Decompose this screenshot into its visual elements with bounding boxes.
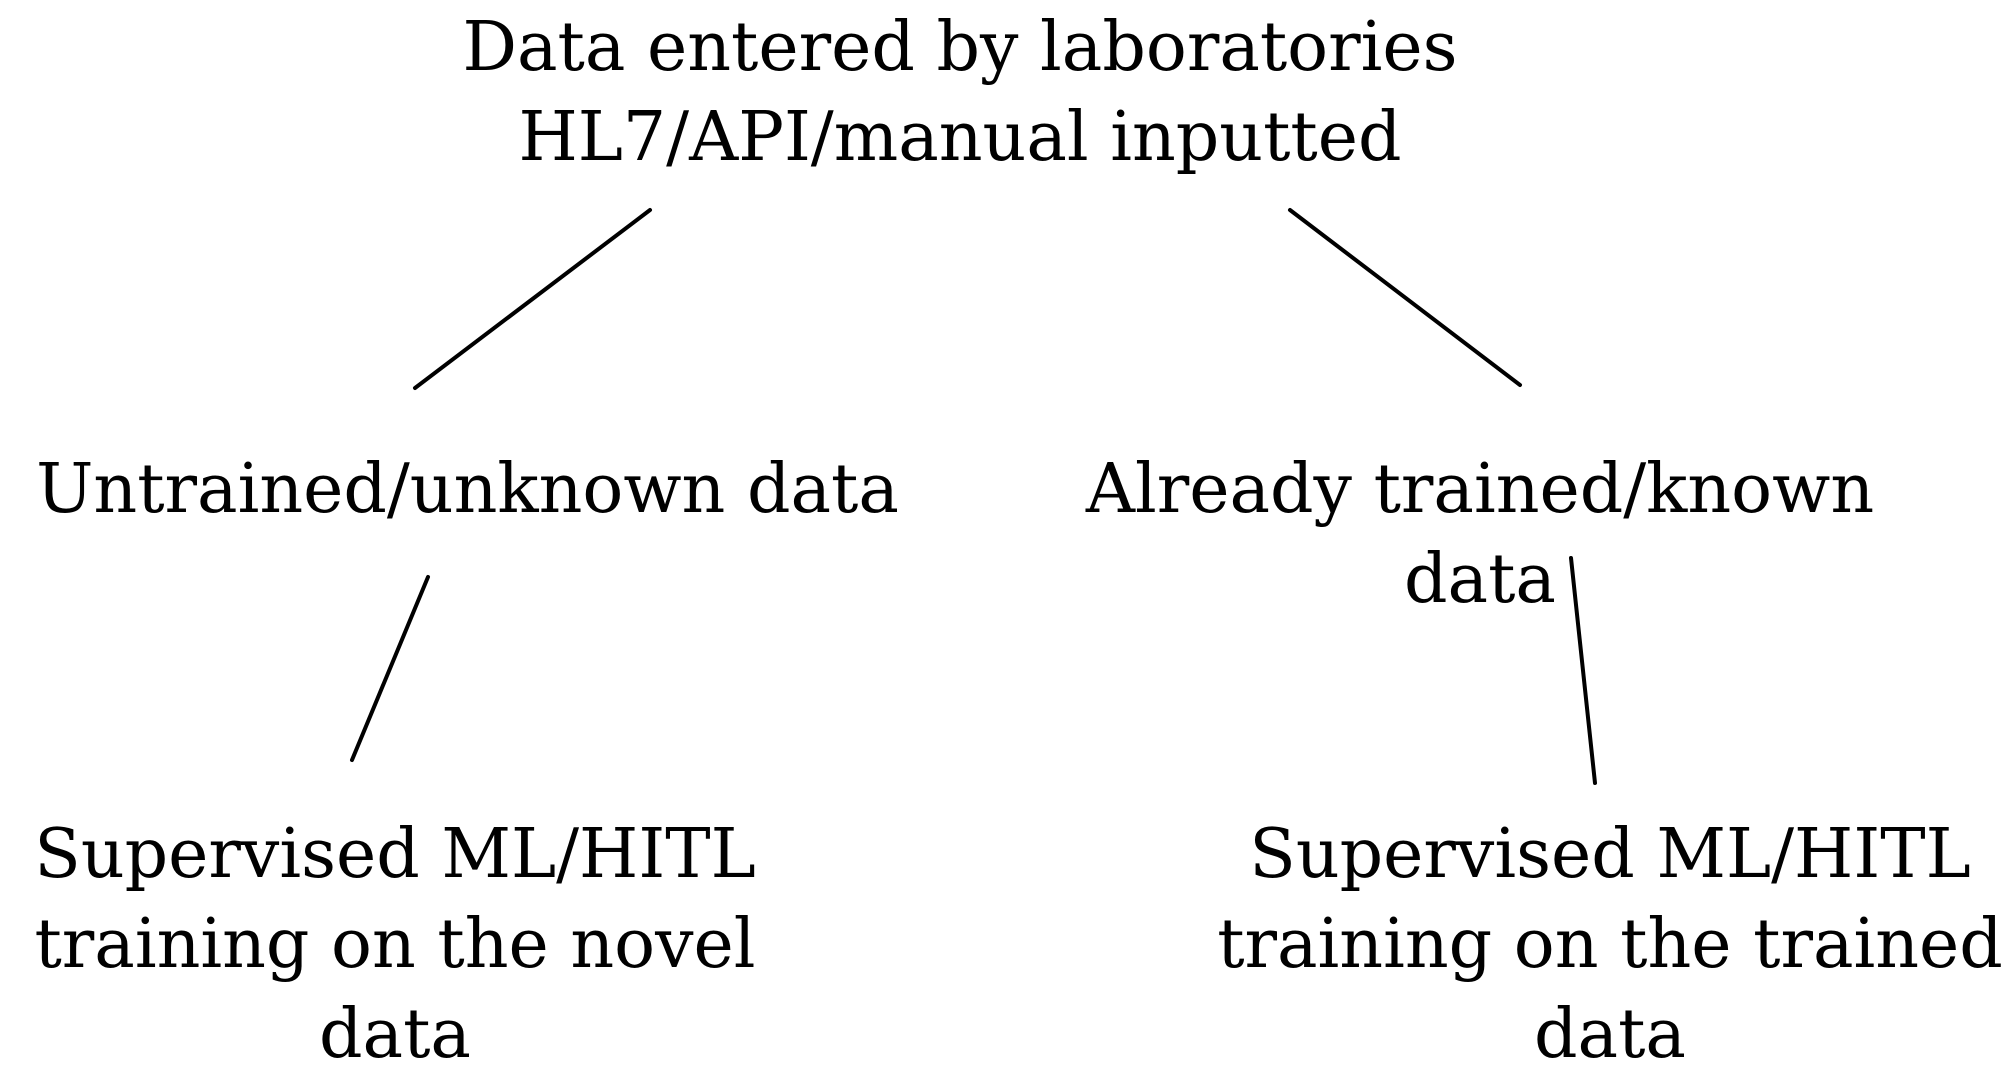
node-data-entered-by-laboratories: Data entered by laboratories HL7/API/man…: [380, 3, 1540, 183]
edge-trained-to-trained-training: [1569, 556, 1597, 785]
node-label-line: Supervised ML/HITL: [1249, 815, 1971, 894]
node-label-line: Already trained/known: [1085, 450, 1875, 529]
node-label-line: training on the novel: [34, 905, 756, 984]
node-label-line: data: [1404, 540, 1556, 619]
node-label-line: data: [1534, 995, 1686, 1074]
edge-untrained-to-novel-training: [350, 575, 430, 762]
node-label-line: HL7/API/manual inputted: [518, 98, 1402, 177]
edge-root-to-trained: [1288, 208, 1522, 387]
node-label-line: data: [319, 995, 471, 1074]
node-supervised-training-novel-data: Supervised ML/HITL training on the novel…: [0, 810, 790, 1080]
node-label-line: training on the trained: [1217, 905, 2003, 984]
node-untrained-unknown-data: Untrained/unknown data: [0, 445, 935, 535]
node-label-line: Supervised ML/HITL: [34, 815, 756, 894]
edge-root-to-untrained: [413, 208, 652, 390]
node-label-line: Data entered by laboratories: [462, 8, 1458, 87]
node-supervised-training-trained-data: Supervised ML/HITL training on the train…: [1215, 810, 2005, 1080]
node-label-line: Untrained/unknown data: [36, 450, 899, 529]
node-already-trained-known-data: Already trained/known data: [1040, 445, 1920, 625]
